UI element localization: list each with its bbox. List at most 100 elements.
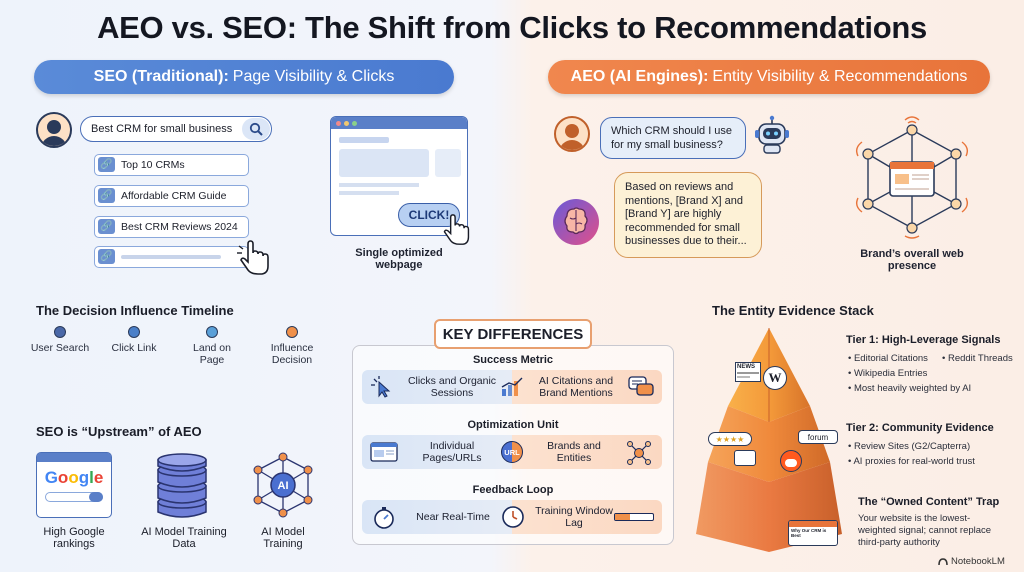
- url-badge-icon: URL: [501, 441, 523, 463]
- seo-banner-rest: Page Visibility & Clicks: [232, 68, 395, 85]
- brand-label: NotebookLM: [951, 556, 1005, 567]
- pointer-hand-icon: [443, 214, 470, 245]
- timeline-dot: [286, 326, 298, 338]
- seo-banner-bold: SEO (Traditional):: [93, 68, 229, 85]
- search-result[interactable]: 🔗 Best CRM Reviews 2024: [94, 216, 249, 238]
- result-label: Best CRM Reviews 2024: [121, 221, 238, 233]
- timeline-step: Influence Decision: [262, 326, 322, 366]
- search-button[interactable]: [242, 118, 270, 140]
- timeline-title: The Decision Influence Timeline: [36, 303, 234, 318]
- google-search-icon: Google: [36, 452, 112, 518]
- tier2-item-text: AI proxies for real-world trust: [853, 456, 975, 467]
- timeline-label: Influence Decision: [270, 342, 314, 366]
- database-icon: [157, 453, 207, 518]
- search-input[interactable]: Best CRM for small business: [80, 116, 272, 142]
- upstream-label: AI Model Training: [261, 526, 305, 550]
- tier2-item: • AI proxies for real-world trust: [848, 456, 975, 467]
- kd-heading: Success Metric: [472, 354, 554, 366]
- tier2-item-text: Review Sites (G2/Capterra): [853, 441, 971, 452]
- kd-row-feedback-loop: Near Real-Time Training Window Lag: [362, 500, 662, 534]
- pointer-hand-icon: [237, 240, 269, 275]
- link-icon: 🔗: [98, 219, 115, 234]
- webpage-caption: Single optimized webpage: [355, 247, 443, 271]
- tier1-item: • Most heavily weighted by AI: [848, 383, 972, 394]
- timeline-dot: [128, 326, 140, 338]
- tier1-item: • Wikipedia Entries: [848, 368, 928, 379]
- result-label: Affordable CRM Guide: [121, 190, 227, 202]
- search-result[interactable]: 🔗: [94, 246, 249, 268]
- kd-aeo-value: Training Window Lag: [535, 505, 613, 529]
- timeline-label: Land on Page: [193, 342, 231, 366]
- search-result[interactable]: 🔗 Top 10 CRMs: [94, 154, 249, 176]
- kd-row-success-metric: Clicks and Organic Sessions AI Citations…: [362, 370, 662, 404]
- loading-bar-icon: [614, 513, 654, 521]
- kd-seo-value: Near Real-Time: [416, 511, 490, 523]
- kd-heading: Optimization Unit: [467, 419, 559, 431]
- tier1-item: • Editorial Citations: [848, 353, 928, 364]
- tier1-item-text: Most heavily weighted by AI: [853, 383, 972, 394]
- notebooklm-logo-icon: [938, 557, 948, 565]
- reddit-icon: [780, 450, 802, 472]
- upstream-title: SEO is “Upstream” of AEO: [36, 424, 202, 439]
- placeholder-line: [121, 255, 221, 259]
- news-icon: NEWS: [735, 362, 761, 382]
- tier1-item-text: Editorial Citations: [853, 353, 928, 364]
- kd-row-optimization-unit: Individual Pages/URLs URL Brands and Ent…: [362, 435, 662, 469]
- aeo-banner: AEO (AI Engines): Entity Visibility & Re…: [548, 60, 990, 94]
- star-rating-icon: ★★★★: [708, 432, 752, 446]
- chat-bubbles-icon: [628, 376, 654, 396]
- link-icon: 🔗: [98, 157, 115, 172]
- tier3-text: Your website is the lowest-weighted sign…: [858, 513, 992, 548]
- seo-banner: SEO (Traditional): Page Visibility & Cli…: [34, 60, 454, 94]
- question-bubble: Which CRM should I use for my small busi…: [600, 117, 746, 159]
- upstream-label: AI Model Training Data: [141, 526, 227, 550]
- timeline-step: Land on Page: [182, 326, 242, 366]
- timeline: User Search Click Link Land on Page Infl…: [30, 326, 330, 376]
- brand-presence-network-icon: [855, 116, 969, 239]
- google-logo: Google: [44, 468, 104, 487]
- news-label: NEWS: [737, 364, 755, 370]
- notebooklm-brand: NotebookLM: [938, 556, 1005, 567]
- result-label: Top 10 CRMs: [121, 159, 185, 171]
- timeline-label: User Search: [30, 342, 90, 354]
- review-card-icon: [734, 450, 756, 466]
- tier1-title: Tier 1: High-Leverage Signals: [846, 334, 1001, 346]
- forum-label: forum: [807, 432, 829, 442]
- link-icon: 🔗: [98, 188, 115, 203]
- ai-brain-icon: [553, 199, 599, 245]
- tier1-item: • Reddit Threads: [942, 353, 1013, 364]
- timeline-dot: [54, 326, 66, 338]
- svg-text:AI: AI: [278, 480, 289, 492]
- kd-seo-value: Clicks and Organic Sessions: [407, 375, 497, 399]
- forum-icon: forum: [798, 430, 838, 444]
- entity-network-icon: [627, 441, 651, 465]
- aeo-banner-bold: AEO (AI Engines):: [570, 68, 709, 85]
- kd-heading: Feedback Loop: [472, 484, 554, 496]
- tier1-item-text: Reddit Threads: [947, 353, 1013, 364]
- timeline-step: Click Link: [104, 326, 164, 354]
- ai-network-icon: AI: [253, 452, 313, 518]
- aeo-banner-rest: Entity Visibility & Recommendations: [712, 68, 968, 85]
- timeline-dot: [206, 326, 218, 338]
- user-avatar-icon: [554, 116, 590, 152]
- user-avatar-icon: [36, 112, 72, 148]
- tier3-title: The “Owned Content” Trap: [858, 496, 1000, 508]
- stopwatch-icon: [374, 507, 394, 529]
- owned-card-label: Why Our CRM is Best: [791, 528, 827, 538]
- search-result[interactable]: 🔗 Affordable CRM Guide: [94, 185, 249, 207]
- link-icon: 🔗: [98, 249, 115, 264]
- timeline-label: Click Link: [111, 342, 157, 354]
- timeline-step: User Search: [30, 326, 90, 354]
- kd-aeo-value: Brands and Entities: [547, 440, 601, 464]
- kd-seo-value: Individual Pages/URLs: [422, 440, 482, 464]
- tier2-item: • Review Sites (G2/Capterra): [848, 441, 971, 452]
- key-differences-title: KEY DIFFERENCES: [434, 319, 592, 349]
- bar-chart-icon: [501, 377, 523, 396]
- presence-caption: Brand’s overall web presence: [860, 248, 964, 272]
- robot-icon: [755, 115, 789, 154]
- search-query: Best CRM for small business: [91, 123, 233, 135]
- webpage-icon: [370, 442, 398, 462]
- clock-icon: [502, 506, 524, 528]
- click-button[interactable]: CLICK!: [398, 203, 460, 227]
- wikipedia-icon: W: [763, 366, 787, 390]
